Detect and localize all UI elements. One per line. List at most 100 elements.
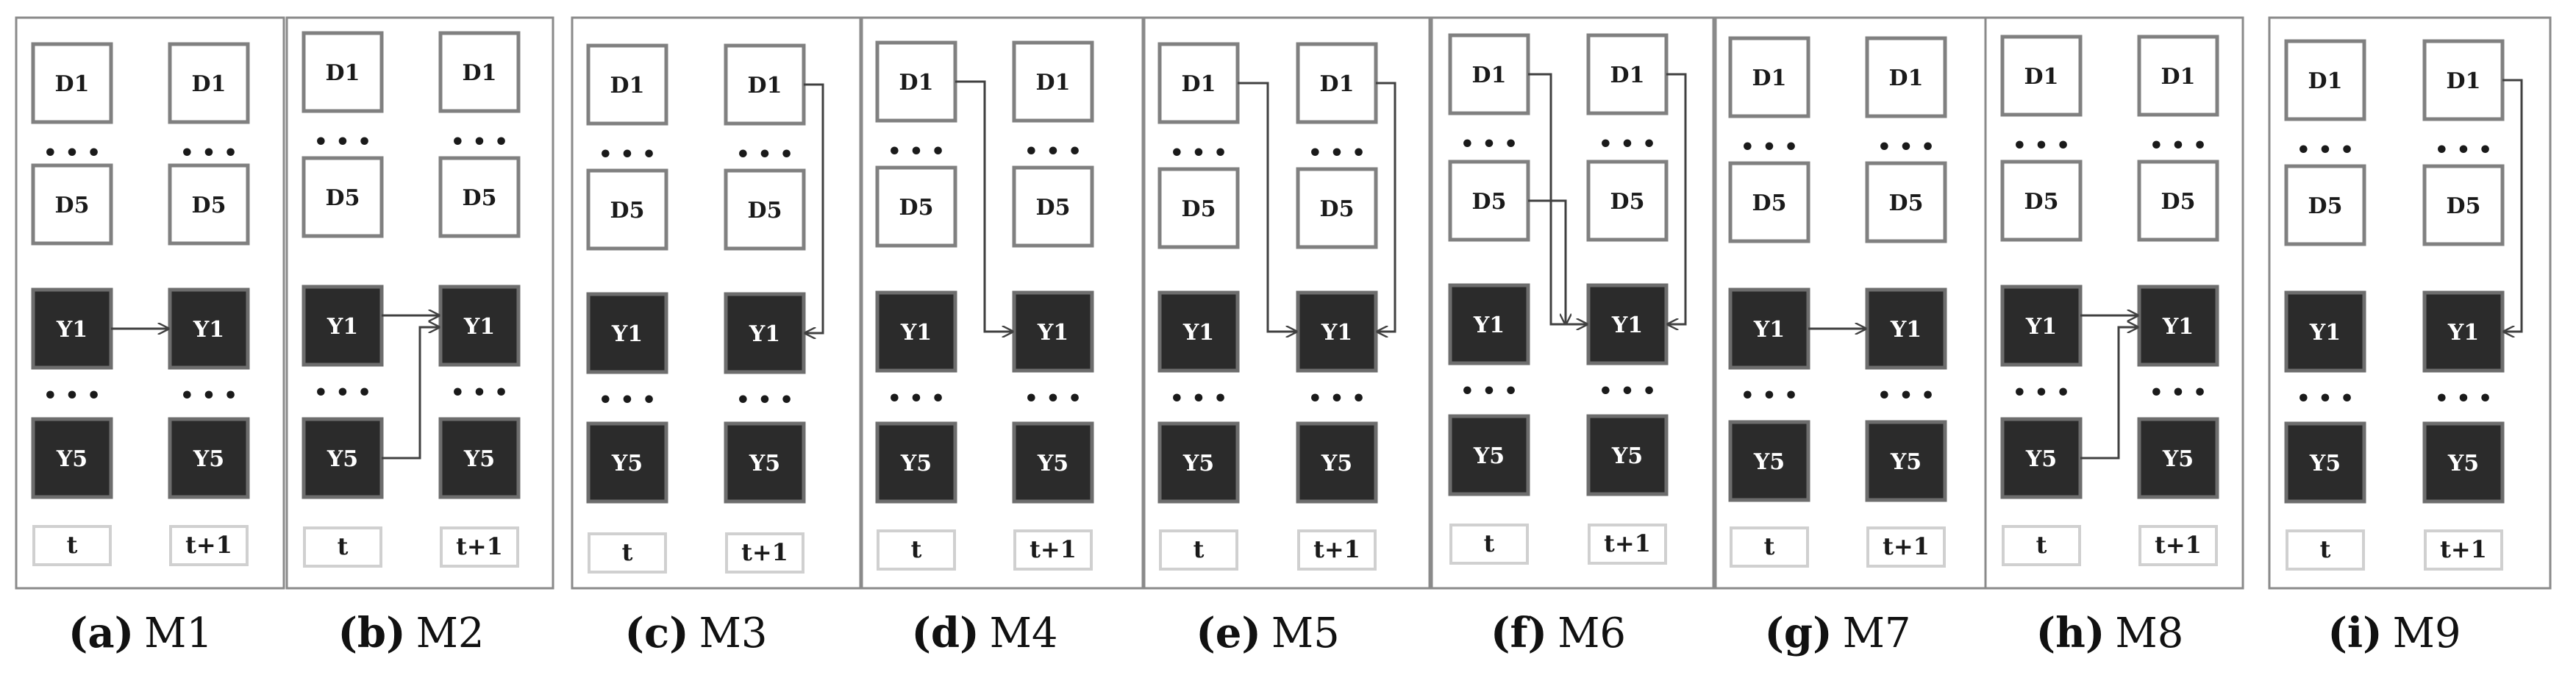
node-d1-t1: D1	[1586, 33, 1669, 115]
node-d1-t1-box	[1865, 36, 1947, 118]
time-label-t-box	[1730, 526, 1809, 568]
node-d5-t: D5	[302, 156, 384, 238]
node-d1-t-label: D1	[2024, 64, 2059, 90]
ellipsis-y-t1: • • •	[180, 383, 238, 409]
time-label-t-box	[588, 532, 667, 574]
node-y5-t-box	[1157, 421, 1240, 504]
node-d1-t1-box	[1012, 40, 1094, 123]
node-d1-t: D1	[2000, 35, 2083, 117]
ellipsis-y-t1: • • •	[451, 380, 508, 406]
time-label-t-label: t	[911, 535, 922, 563]
node-y1-t1-box	[2422, 290, 2505, 373]
node-y1-t1-box	[1012, 290, 1094, 373]
ellipsis-d-t: • • •	[2013, 133, 2070, 159]
node-y1-t-label: Y1	[1182, 320, 1214, 346]
node-d5-t-box	[2284, 164, 2366, 246]
node-y1-t1-label: Y1	[2447, 320, 2479, 346]
time-label-t-box	[1449, 524, 1529, 565]
panel-caption: (h)M8	[2036, 609, 2184, 657]
time-label-t1-label: t+1	[741, 538, 788, 566]
node-y5-t1-label: Y5	[2162, 446, 2194, 472]
ellipsis-y-t: • • •	[888, 386, 945, 412]
node-y1-t1-box	[724, 292, 806, 374]
time-label-t: t	[1730, 526, 1809, 568]
node-y1-t1-box	[168, 288, 250, 370]
time-label-t1-box	[169, 525, 249, 566]
node-d1-t1-label: D1	[2161, 64, 2196, 90]
node-d5-t1-box	[1586, 160, 1669, 242]
ellipsis-y-t1: • • •	[2435, 386, 2492, 412]
node-d5-t: D5	[2000, 160, 2083, 242]
node-y1-t1: Y1	[1296, 290, 1378, 373]
caption-model-name: M3	[699, 610, 768, 657]
panel-caption: (c)M3	[624, 609, 767, 657]
node-d5-t-label: D5	[2024, 189, 2059, 215]
time-label-t: t	[588, 532, 667, 574]
node-d5-t-box	[2000, 160, 2083, 242]
edge-d5-to-y1	[1528, 199, 1566, 324]
node-d1-t: D1	[1728, 36, 1810, 118]
node-d1-t1-label: D1	[1610, 63, 1645, 88]
node-d1-t-box	[2284, 39, 2366, 121]
node-y1-t1: Y1	[438, 285, 521, 367]
node-d1-t1: D1	[1296, 42, 1378, 124]
node-y1-t: Y1	[875, 290, 957, 373]
node-d5-t1: D5	[2422, 164, 2505, 246]
node-y1-t1: Y1	[2137, 285, 2219, 367]
node-y5-t-label: Y5	[611, 451, 643, 476]
node-y1-t1: Y1	[1586, 283, 1669, 365]
node-y1-t-label: Y1	[2309, 320, 2341, 346]
node-d1-t1: D1	[168, 42, 250, 124]
time-label-t1: t+1	[725, 532, 804, 574]
node-d1-t1: D1	[1865, 36, 1947, 118]
node-d5-t: D5	[31, 163, 113, 246]
time-label-t1-label: t+1	[2155, 531, 2202, 559]
node-y1-t-box	[302, 285, 384, 367]
node-y5-t: Y5	[1448, 414, 1530, 496]
node-y1-t1-box	[1865, 288, 1947, 370]
node-d5-t1-label: D5	[2161, 189, 2196, 215]
ellipsis-d-t1: • • •	[1877, 135, 1935, 160]
time-label-t1: t+1	[169, 525, 249, 566]
time-label-t1-label: t+1	[1883, 532, 1930, 560]
node-y5-t-box	[1448, 414, 1530, 496]
node-d1-t1: D1	[2137, 35, 2219, 117]
caption-letter: (a)	[68, 609, 134, 657]
panel-caption: (i)M9	[2327, 609, 2461, 657]
ellipsis-y-t: • • •	[599, 388, 656, 413]
caption-letter: (f)	[1491, 609, 1547, 657]
node-d1-t1-label: D1	[463, 60, 497, 86]
time-label-t: t	[2286, 529, 2365, 571]
node-y5-t-label: Y5	[1182, 451, 1214, 476]
node-y1-t: Y1	[1728, 288, 1810, 370]
node-d5-t1-box	[2422, 164, 2505, 246]
node-d1-t: D1	[302, 31, 384, 113]
ellipsis-d-t: • • •	[888, 139, 945, 165]
ellipsis-y-t: • • •	[2013, 380, 2070, 406]
caption-model-name: M2	[416, 610, 485, 657]
panel-caption: (e)M5	[1196, 609, 1340, 657]
time-label-t-label: t	[338, 532, 349, 560]
node-y5-t1-label: Y5	[463, 446, 495, 472]
caption-letter: (g)	[1764, 609, 1832, 657]
node-y1-t1: Y1	[1012, 290, 1094, 373]
node-d1-t-label: D1	[55, 71, 90, 97]
node-y1-t1-box	[1586, 283, 1669, 365]
node-y5-t-box	[31, 417, 113, 499]
node-d1-t1-label: D1	[2447, 68, 2481, 94]
ellipsis-y-t: • • •	[1170, 386, 1227, 412]
time-label-t1-label: t+1	[1604, 529, 1651, 557]
node-y5-t: Y5	[2000, 417, 2083, 499]
node-d1-t-box	[875, 40, 957, 123]
ellipsis-d-t1: • • •	[2149, 133, 2207, 159]
node-y1-t-label: Y1	[611, 321, 643, 347]
node-d1-t1-box	[2422, 39, 2505, 121]
node-y1-t-label: Y1	[56, 317, 88, 343]
node-d1-t: D1	[2284, 39, 2366, 121]
node-d1-t1-label: D1	[1320, 71, 1355, 97]
node-d5-t1-label: D5	[748, 198, 782, 224]
node-y1-t: Y1	[2000, 285, 2083, 367]
